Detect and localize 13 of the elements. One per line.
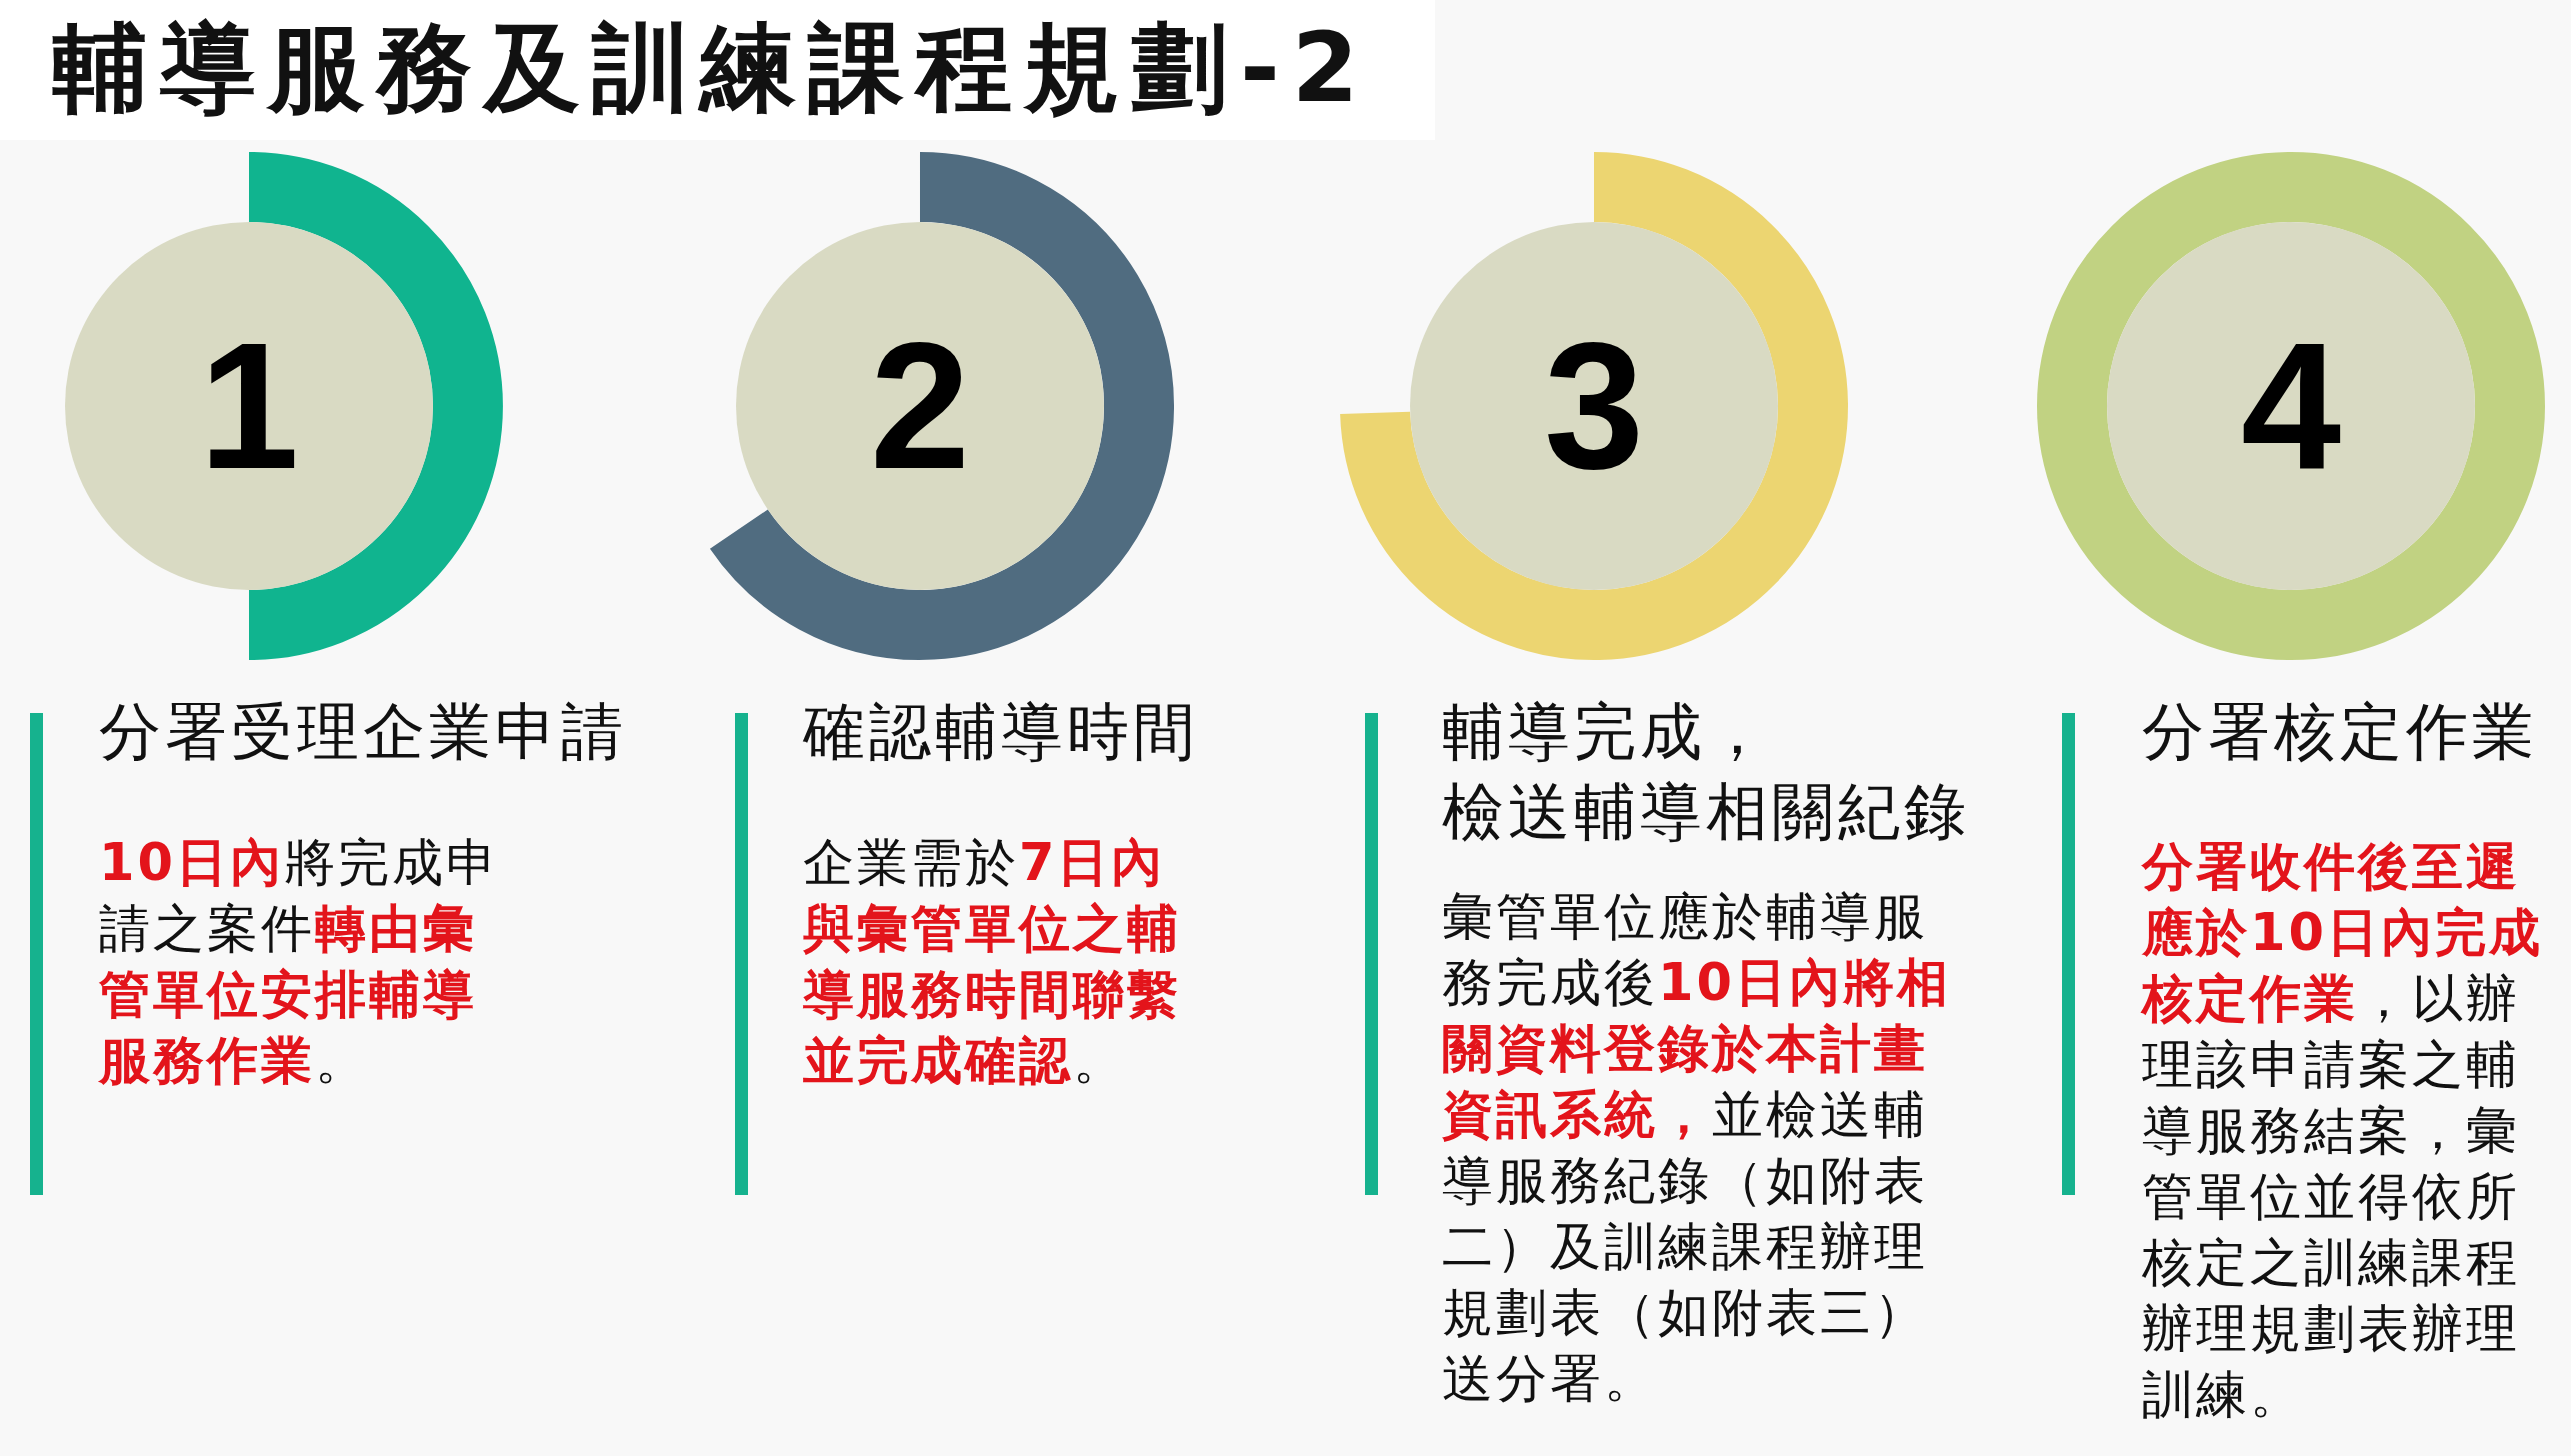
step-number: 2: [869, 316, 971, 496]
step-number: 1: [198, 316, 300, 496]
step-title: 分署受理企業申請: [99, 694, 628, 770]
step-title: 確認輔導時間: [803, 694, 1200, 770]
step-description: 企業需於7日內與彙管單位之輔導服務時間聯繫並完成確認。: [803, 832, 1182, 1092]
page-title: 輔導服務及訓練課程規劃-2: [0, 0, 1435, 140]
step-title: 輔導完成，檢送輔導相關紀錄: [1442, 694, 1971, 850]
step-number: 4: [2240, 316, 2342, 496]
step-description: 彙管單位應於輔導服務完成後10日內將相關資料登錄於本計畫資訊系統，並檢送輔導服務紀錄（如附表二）及訓練課程辦理規劃表（如附表三）送分署。: [1442, 886, 1952, 1410]
step-number: 3: [1543, 316, 1645, 496]
step-title: 分署核定作業: [2142, 694, 2539, 770]
step-description: 10日內將完成申請之案件轉由彙管單位安排輔導服務作業。: [99, 832, 501, 1092]
step-description: 分署收件後至遲應於10日內完成核定作業，以辦理該申請案之輔導服務結案，彙管單位並得依所核定之訓練課程辦理規劃表辦理訓練。: [2142, 836, 2544, 1426]
